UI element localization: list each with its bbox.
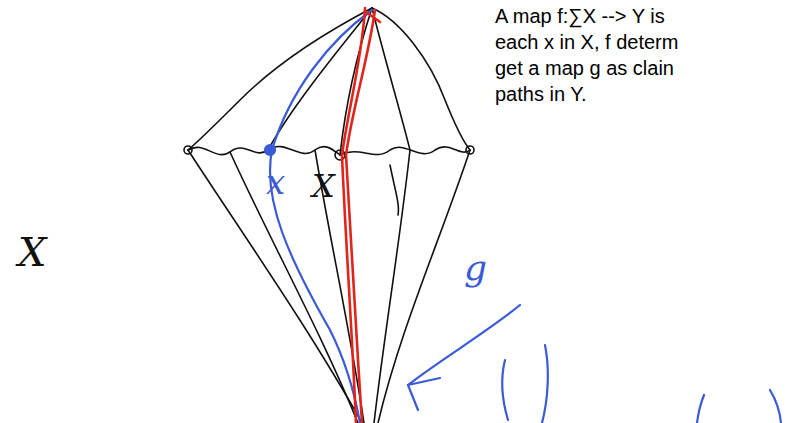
map-label: g xyxy=(464,250,487,286)
space-label: X xyxy=(312,170,335,202)
note-text: A map f:∑X --> Y is xyxy=(495,6,665,26)
space-label: X xyxy=(18,232,46,272)
note-text: paths in Y. xyxy=(495,84,587,104)
note-text: get a map g as clain xyxy=(495,58,674,78)
note-text: each x in X, f determ xyxy=(495,32,678,52)
point-label: x xyxy=(266,165,285,199)
